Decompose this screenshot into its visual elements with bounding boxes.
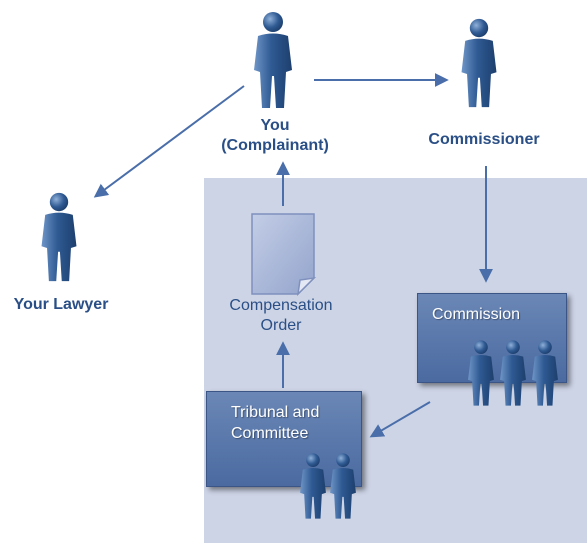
tribunal-committee-box-label: Tribunal and Committee	[231, 404, 320, 442]
your-lawyer-person-icon	[36, 190, 82, 284]
tribunal-member-icon	[296, 446, 330, 526]
commission-member-icon	[528, 334, 562, 412]
tribunal-member-icon	[326, 446, 360, 526]
you-person-icon	[248, 10, 298, 110]
commission-member-icon	[496, 334, 530, 412]
your-lawyer-label: Your Lawyer	[13, 296, 109, 313]
document-icon	[251, 213, 317, 296]
you-label: You (Complainant)	[221, 117, 329, 154]
commissioner-label: Commissioner	[428, 131, 540, 148]
compensation-order-label: Compensation Order	[229, 297, 333, 334]
commission-member-icon	[464, 334, 498, 412]
commissioner-person-icon	[456, 16, 502, 110]
commission-box-label: Commission	[432, 306, 521, 323]
